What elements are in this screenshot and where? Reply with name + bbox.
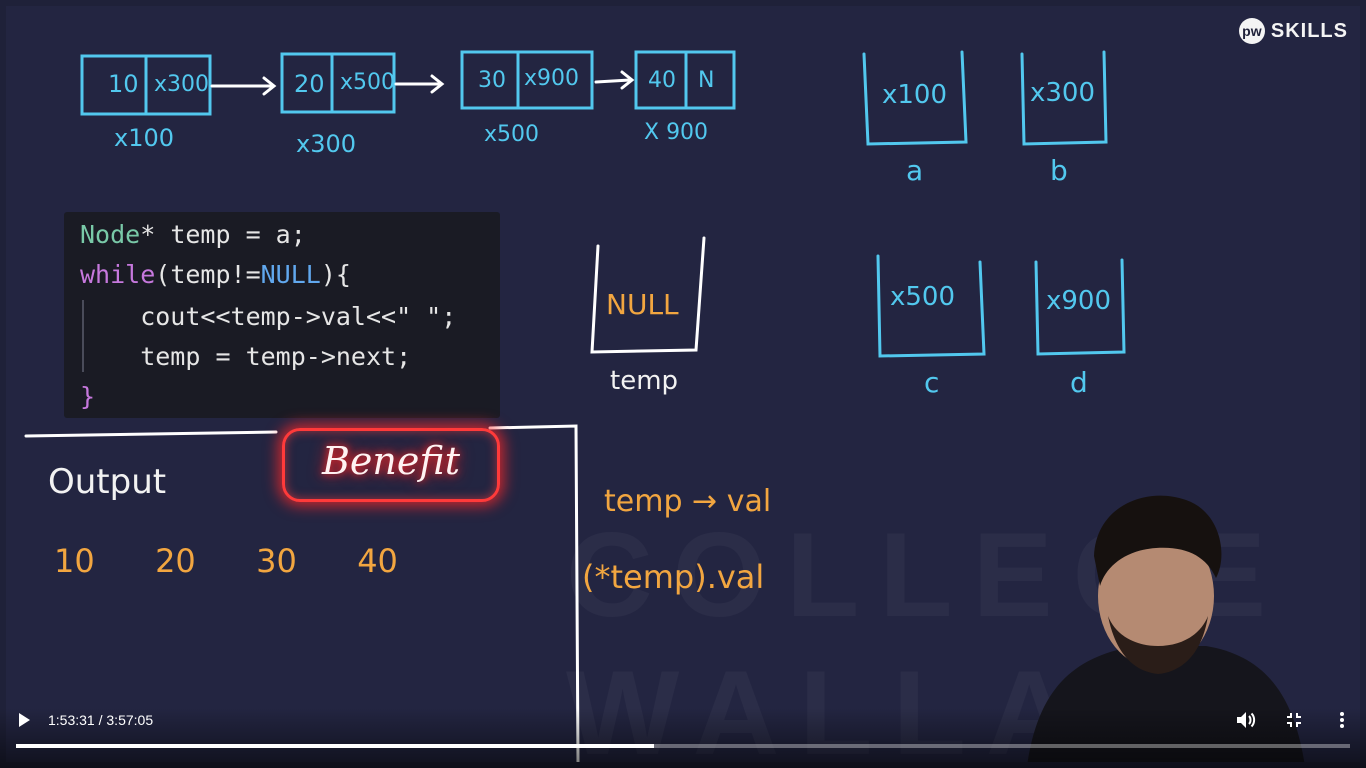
node-2-address: x300 [296,130,357,158]
arrow-syntax-note: temp → val [604,484,772,519]
temp-box-label: temp [610,366,679,396]
play-button[interactable] [14,710,34,730]
player-controls-overlay [0,708,1366,768]
node-1-value: 10 [108,70,139,98]
node-4-value: 40 [648,68,676,93]
node-4-address: X 900 [644,120,709,145]
exit-fullscreen-button[interactable] [1282,708,1306,732]
seek-bar[interactable] [16,744,1350,748]
code-snippet: Node* temp = a; while(temp!=NULL){ cout<… [64,212,500,418]
current-time: 1:53:31 [48,712,95,728]
more-vert-icon [1340,712,1344,728]
pointer-b-name: b [1050,154,1068,187]
duration: 3:57:05 [106,712,154,728]
code-line-2: while(temp!=NULL){ [80,260,351,289]
whiteboard-frame: COLLEGE WALLAH [6,6,1360,762]
node-3-value: 30 [478,68,506,93]
output-label: Output [48,462,167,502]
pointer-c-content: x500 [890,282,956,312]
pointer-d-name: d [1070,366,1088,399]
code-while-keyword: while [80,260,156,289]
pointer-d-content: x900 [1046,286,1112,316]
exit-fullscreen-icon [1287,713,1301,727]
time-display: 1:53:31 / 3:57:05 [48,712,153,728]
node-1-address: x100 [114,124,175,152]
node-2-value: 20 [294,70,325,98]
code-line-3: cout<<temp->val<<" "; [80,302,457,331]
code-line-1: Node* temp = a; [80,220,306,249]
seek-bar-played [16,744,654,748]
volume-button[interactable] [1234,708,1258,732]
pointer-c-name: c [924,366,940,399]
code-line-4: temp = temp->next; [80,342,412,371]
output-values: 10 20 30 40 [54,542,398,580]
node-1-next: x300 [154,72,210,97]
code-line-2-close: ){ [320,260,351,289]
node-3-address: x500 [484,122,540,147]
pointer-b-content: x300 [1030,78,1096,108]
benefit-label: Benefit [322,439,460,483]
pointer-a-name: a [906,154,924,187]
temp-box-content: NULL [606,288,679,321]
play-icon [19,713,30,727]
code-line-5: } [80,382,96,411]
brand-logo: pw SKILLS [1238,18,1348,44]
code-null-keyword: NULL [260,260,321,289]
code-line-1-rest: * temp = a; [140,220,306,249]
volume-icon [1237,712,1256,728]
brand-logo-icon: pw [1238,18,1265,44]
deref-syntax-note: (*temp).val [582,558,765,596]
code-indent-guide [82,300,84,372]
benefit-neon-sign: Benefit [282,428,500,502]
brand-logo-text: SKILLS [1270,19,1348,42]
time-separator: / [98,712,107,728]
node-3-next: x900 [524,66,580,91]
pointer-a-content: x100 [882,80,948,110]
sketch-lines [24,50,1126,762]
node-2-next: x500 [340,70,396,95]
code-line-2-open: (temp!= [155,260,261,289]
code-type-keyword: Node [80,220,141,249]
more-options-button[interactable] [1330,708,1354,732]
node-4-next: N [698,68,715,93]
